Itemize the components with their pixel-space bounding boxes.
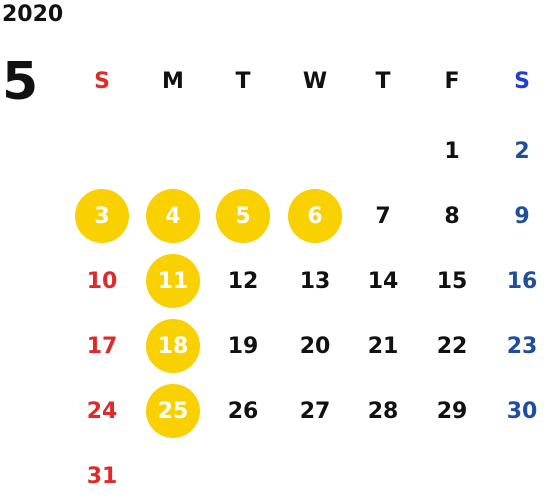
day-number: 2 [514,138,530,164]
day-number: 20 [299,333,331,359]
day-cell[interactable]: 29 [422,391,482,431]
day-cell[interactable]: 14 [353,261,413,301]
day-number: 6 [307,203,323,229]
day-number: 15 [436,268,468,294]
day-number: 16 [506,268,538,294]
day-number: 17 [86,333,118,359]
day-cell[interactable]: 26 [213,391,273,431]
day-cell[interactable]: 21 [353,326,413,366]
day-cell[interactable]: 17 [72,326,132,366]
day-number: 30 [506,398,538,424]
day-number: 13 [299,268,331,294]
day-number: 28 [367,398,399,424]
weekday-header: S [94,68,110,94]
weekday-header: T [235,68,251,94]
year-label: 2020 [2,2,64,27]
weekday-header: S [514,68,530,94]
highlighted-day-cell[interactable]: 11 [143,254,203,308]
day-cell[interactable]: 8 [422,196,482,236]
day-number: 11 [157,268,189,294]
day-cell[interactable]: 10 [72,261,132,301]
day-number: 19 [227,333,259,359]
day-number: 22 [436,333,468,359]
day-cell[interactable]: 15 [422,261,482,301]
day-cell[interactable]: 19 [213,326,273,366]
day-number: 21 [367,333,399,359]
day-cell[interactable]: 23 [492,326,548,366]
day-number: 27 [299,398,331,424]
day-number: 3 [94,203,110,229]
highlighted-day-cell[interactable]: 18 [143,319,203,373]
day-cell[interactable]: 13 [285,261,345,301]
weekday-header: T [375,68,391,94]
day-number: 26 [227,398,259,424]
day-number: 23 [506,333,538,359]
day-cell[interactable]: 31 [72,456,132,496]
day-cell[interactable]: 20 [285,326,345,366]
day-number: 29 [436,398,468,424]
day-number: 18 [157,333,189,359]
day-cell[interactable]: 28 [353,391,413,431]
weekday-header: W [302,68,328,94]
day-number: 7 [375,203,391,229]
day-cell[interactable]: 24 [72,391,132,431]
day-cell[interactable]: 22 [422,326,482,366]
day-cell[interactable]: 1 [422,131,482,171]
day-number: 5 [235,203,251,229]
day-number: 8 [444,203,460,229]
day-number: 14 [367,268,399,294]
day-cell[interactable]: 12 [213,261,273,301]
day-number: 25 [157,398,189,424]
day-number: 10 [86,268,118,294]
day-number: 24 [86,398,118,424]
day-number: 1 [444,138,460,164]
day-cell[interactable]: 2 [492,131,548,171]
highlighted-day-cell[interactable]: 4 [143,189,203,243]
weekday-header: F [444,68,460,94]
highlighted-day-cell[interactable]: 25 [143,384,203,438]
day-cell[interactable]: 27 [285,391,345,431]
day-cell[interactable]: 16 [492,261,548,301]
highlighted-day-cell[interactable]: 5 [213,189,273,243]
weekday-header: M [162,68,184,94]
day-number: 31 [86,463,118,489]
month-number: 5 [2,52,39,112]
day-number: 9 [514,203,530,229]
highlighted-day-cell[interactable]: 3 [72,189,132,243]
highlighted-day-cell[interactable]: 6 [285,189,345,243]
day-cell[interactable]: 7 [353,196,413,236]
day-number: 12 [227,268,259,294]
day-number: 4 [165,203,181,229]
day-cell[interactable]: 30 [492,391,548,431]
day-cell[interactable]: 9 [492,196,548,236]
